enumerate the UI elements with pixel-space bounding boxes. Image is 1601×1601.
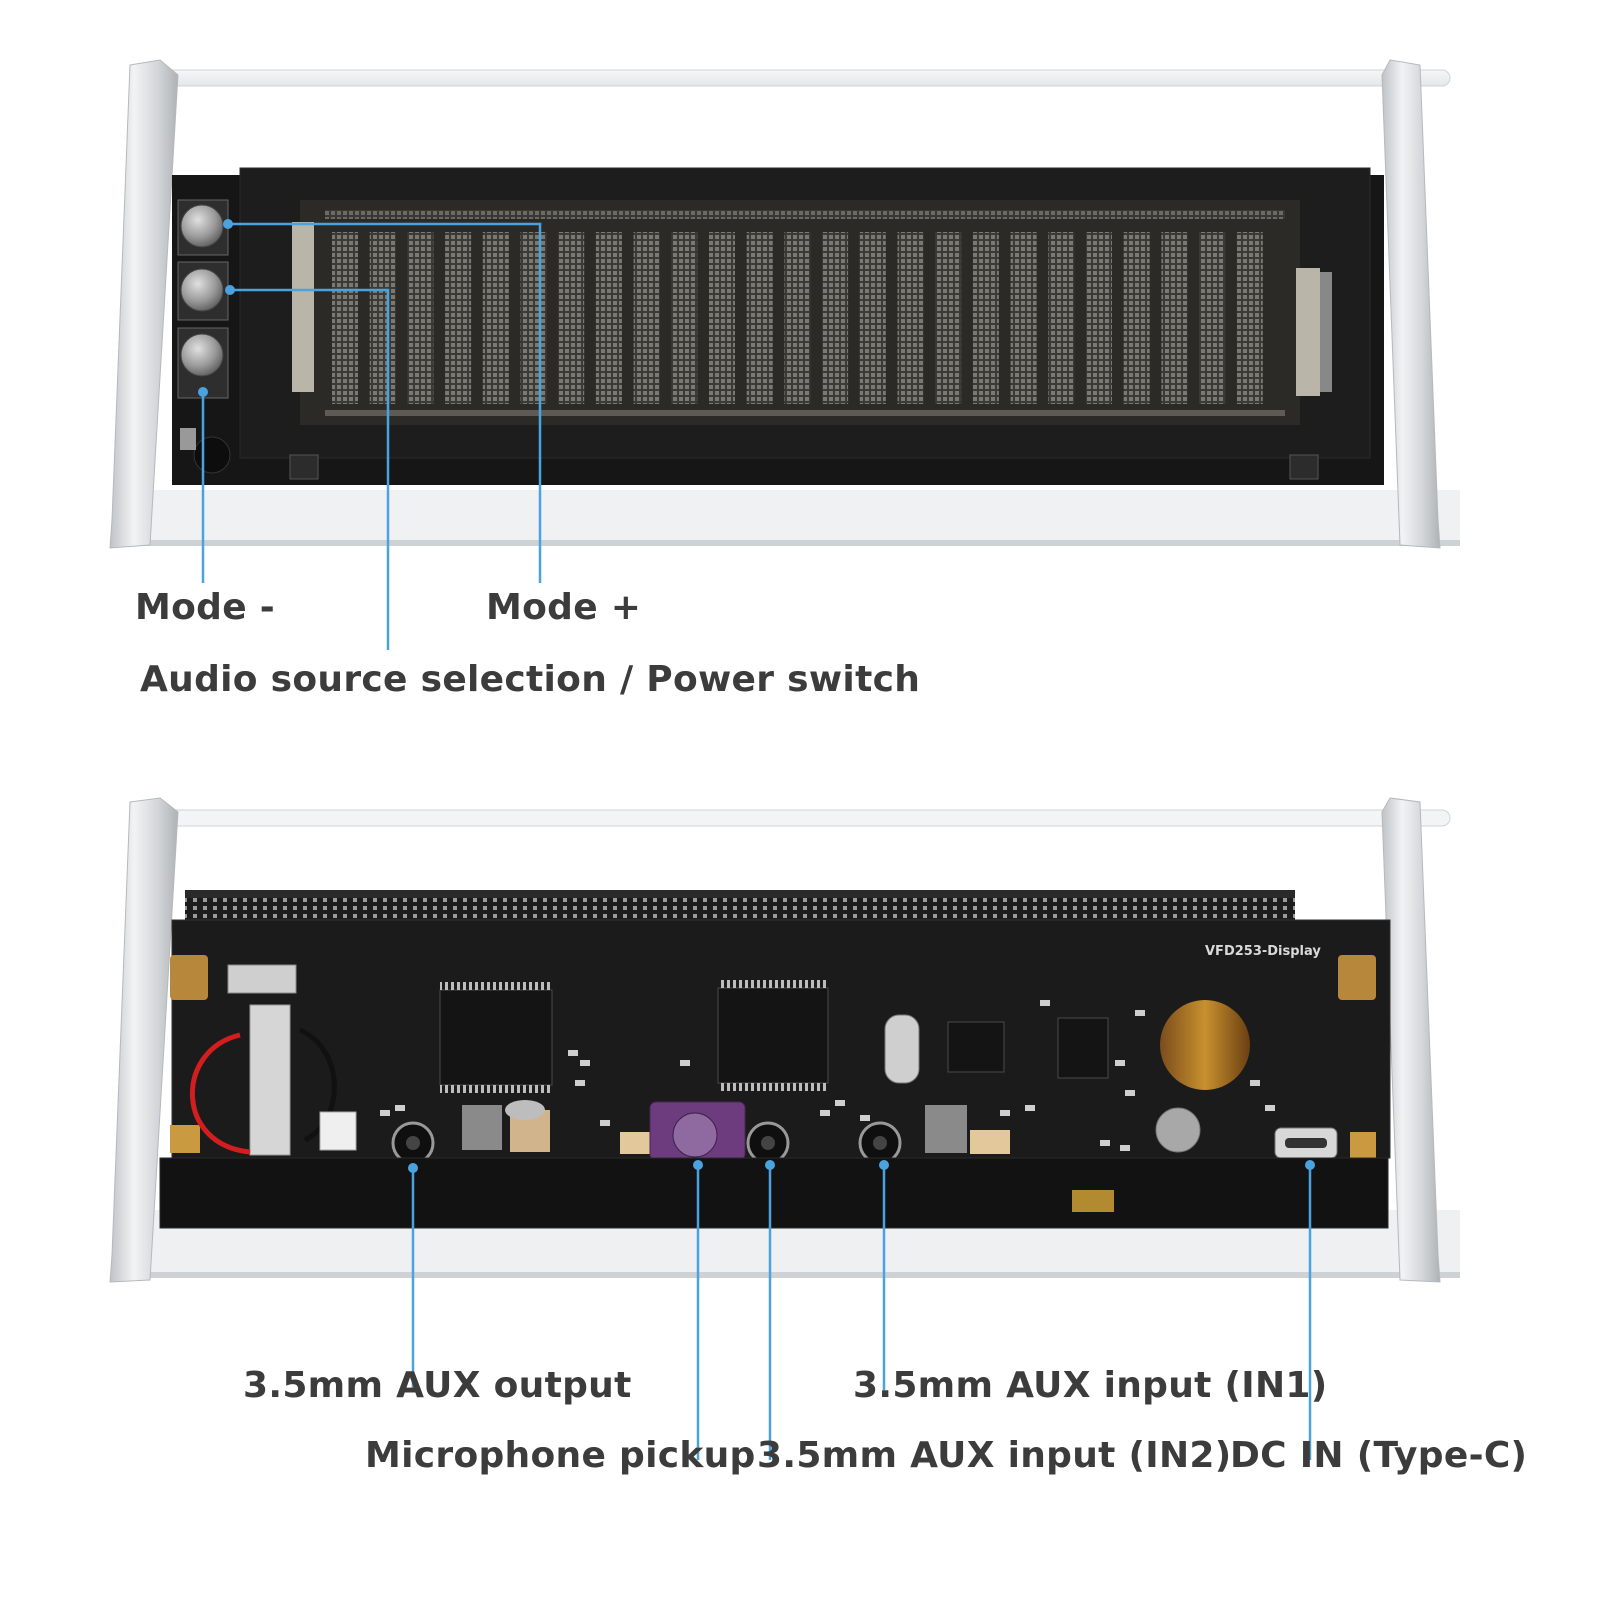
smd-component [1125, 1090, 1135, 1096]
aux-in2-callout-dot [765, 1160, 775, 1170]
mode-plus-callout-dot [223, 219, 233, 229]
mode-minus-callout-dot [198, 387, 208, 397]
smd-component [1000, 1110, 1010, 1116]
audio-power-button[interactable] [177, 261, 229, 321]
mic-pickup-label: Microphone pickup [365, 1435, 756, 1476]
audio-power-callout-dot [225, 285, 235, 295]
vfd-column [1199, 232, 1226, 404]
vfd-column [482, 232, 509, 404]
mode-plus-label: Mode + [486, 587, 642, 628]
vfd-column [595, 232, 622, 404]
top-callout-lines [201, 222, 542, 650]
vfd-segment-columns [332, 232, 1263, 404]
aux-in2-label: 3.5mm AUX input (IN2) [757, 1435, 1232, 1476]
smd-component [680, 1060, 690, 1066]
vfd-column [558, 232, 585, 404]
smd-component [600, 1120, 610, 1126]
front-view-panel: Mode - Mode + Audio source selection / P… [0, 0, 1601, 760]
vfd-column [369, 232, 396, 404]
mode-minus-label: Mode - [135, 587, 276, 628]
vfd-column [671, 232, 698, 404]
usb-c-port[interactable] [1274, 1127, 1338, 1159]
smd-component [1250, 1080, 1260, 1086]
aux-output-callout-dot [408, 1163, 418, 1173]
vfd-column [709, 232, 735, 404]
mode-minus-button[interactable] [177, 327, 229, 399]
smd-component [1265, 1105, 1275, 1111]
rear-view-panel: VFD253-Display [0, 760, 1601, 1601]
mode-plus-button[interactable] [177, 199, 229, 256]
vfd-column [935, 232, 962, 404]
smd-component [1120, 1145, 1130, 1151]
smd-component [1040, 1000, 1050, 1006]
aux-in1-label: 3.5mm AUX input (IN1) [853, 1365, 1328, 1406]
aux-output-jack[interactable] [391, 1121, 435, 1165]
vfd-column [332, 232, 358, 404]
aux-in2-jack[interactable] [746, 1121, 790, 1165]
smd-component [395, 1105, 405, 1111]
vfd-column [445, 232, 472, 404]
vfd-column [1161, 232, 1188, 404]
vfd-column [633, 232, 660, 404]
smd-component [1135, 1010, 1145, 1016]
vfd-column [1010, 232, 1037, 404]
smd-component [568, 1050, 578, 1056]
dc-in-callout-dot [1305, 1160, 1315, 1170]
vfd-column [897, 232, 924, 404]
vfd-column [520, 232, 547, 404]
vfd-column [822, 232, 849, 404]
bottom-callout-lines [411, 1168, 1312, 1460]
front-view-illustration [109, 59, 1460, 650]
audio-power-label: Audio source selection / Power switch [140, 659, 921, 700]
vfd-column [1086, 232, 1112, 404]
vfd-column [972, 232, 999, 404]
vfd-column [407, 232, 434, 404]
smd-component [1115, 1060, 1125, 1066]
aux-in1-callout-dot [879, 1160, 889, 1170]
aux-output-label: 3.5mm AUX output [243, 1365, 632, 1406]
smd-component [575, 1080, 585, 1086]
aux-in1-jack[interactable] [858, 1121, 902, 1165]
vfd-column [859, 232, 886, 404]
vfd-column [1236, 232, 1263, 404]
smd-component [1025, 1105, 1035, 1111]
smd-component [580, 1060, 590, 1066]
smd-component [380, 1110, 390, 1116]
smd-component [820, 1110, 830, 1116]
smd-component [1100, 1140, 1110, 1146]
pcb-model-label: VFD253-Display [1205, 944, 1321, 959]
vfd-column [1048, 232, 1075, 404]
vfd-column [1123, 232, 1150, 404]
rear-view-illustration: VFD253-Display [109, 797, 1460, 1460]
vfd-column [746, 232, 773, 404]
smd-component [835, 1100, 845, 1106]
vfd-column [784, 232, 811, 404]
mic-callout-dot [693, 1160, 703, 1170]
dc-in-label: DC IN (Type-C) [1230, 1435, 1528, 1476]
smd-component [860, 1115, 870, 1121]
